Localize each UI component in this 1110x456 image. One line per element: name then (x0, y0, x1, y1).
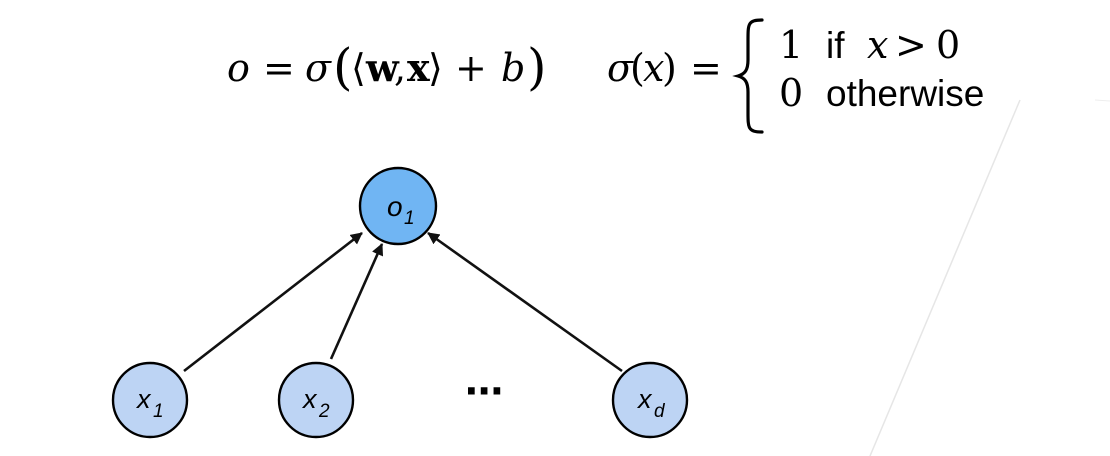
eq-case2-value: 0 (779, 71, 803, 115)
eq-sigma-rparen: ) (662, 46, 677, 90)
edge-x1-o1 (183, 231, 363, 373)
eq-big-lparen: ( (333, 38, 353, 96)
eq-langle: ⟨ (351, 46, 366, 90)
eq-bias: b (501, 46, 525, 90)
edge-x2-o1 (329, 243, 384, 360)
eq-case1-value: 1 (779, 23, 803, 67)
input-node-xd: x d (611, 361, 689, 439)
eq-sigma-lparen: ( (630, 46, 645, 90)
eq-big-rparen: ) (527, 38, 547, 96)
input-node-x1: x 1 (111, 361, 189, 439)
eq-input-vector: x (407, 45, 430, 90)
decor-line (869, 99, 1021, 456)
eq-plus: + (455, 46, 487, 90)
output-node-o1: o 1 (358, 166, 438, 246)
input-node-x2: x 2 (277, 361, 355, 439)
eq-case1-var: x (867, 23, 888, 67)
input-node-xd-label: x (636, 384, 653, 414)
input-node-xd-subscript: d (654, 401, 666, 422)
eq-comma: , (394, 46, 406, 90)
input-node-x1-label: x (135, 384, 152, 414)
eq-output-symbol: o (227, 46, 250, 90)
eq-case1-zero: 0 (936, 23, 960, 67)
eq-sigma-def: σ (607, 46, 634, 90)
output-node-subscript: 1 (404, 208, 415, 229)
decor-line-short (1094, 99, 1110, 102)
eq-case1-gt: > (895, 23, 927, 67)
ellipsis: ⋯ (465, 371, 503, 413)
input-node-x2-subscript: 2 (318, 401, 330, 422)
eq-case2-label: otherwise (826, 73, 984, 114)
eq-equals-2: = (690, 46, 722, 90)
input-node-x2-label: x (301, 384, 318, 414)
network-diagram: o 1 x 1 x 2 ⋯ x d (111, 166, 689, 439)
eq-sigma: σ (305, 46, 332, 90)
eq-equals-1: = (263, 46, 295, 90)
eq-sigma-arg: x (643, 46, 664, 90)
output-node-label: o (387, 191, 403, 222)
eq-case1-if: if (826, 25, 845, 66)
eq-rangle: ⟩ (428, 46, 443, 90)
eq-curly-brace (732, 18, 764, 134)
edge-xd-o1 (427, 231, 623, 373)
input-node-x1-subscript: 1 (153, 401, 164, 422)
perceptron-equation: o = σ ( ⟨ w , x ⟩ + b ) σ ( x (227, 18, 984, 134)
eq-weight-vector: w (365, 45, 400, 90)
